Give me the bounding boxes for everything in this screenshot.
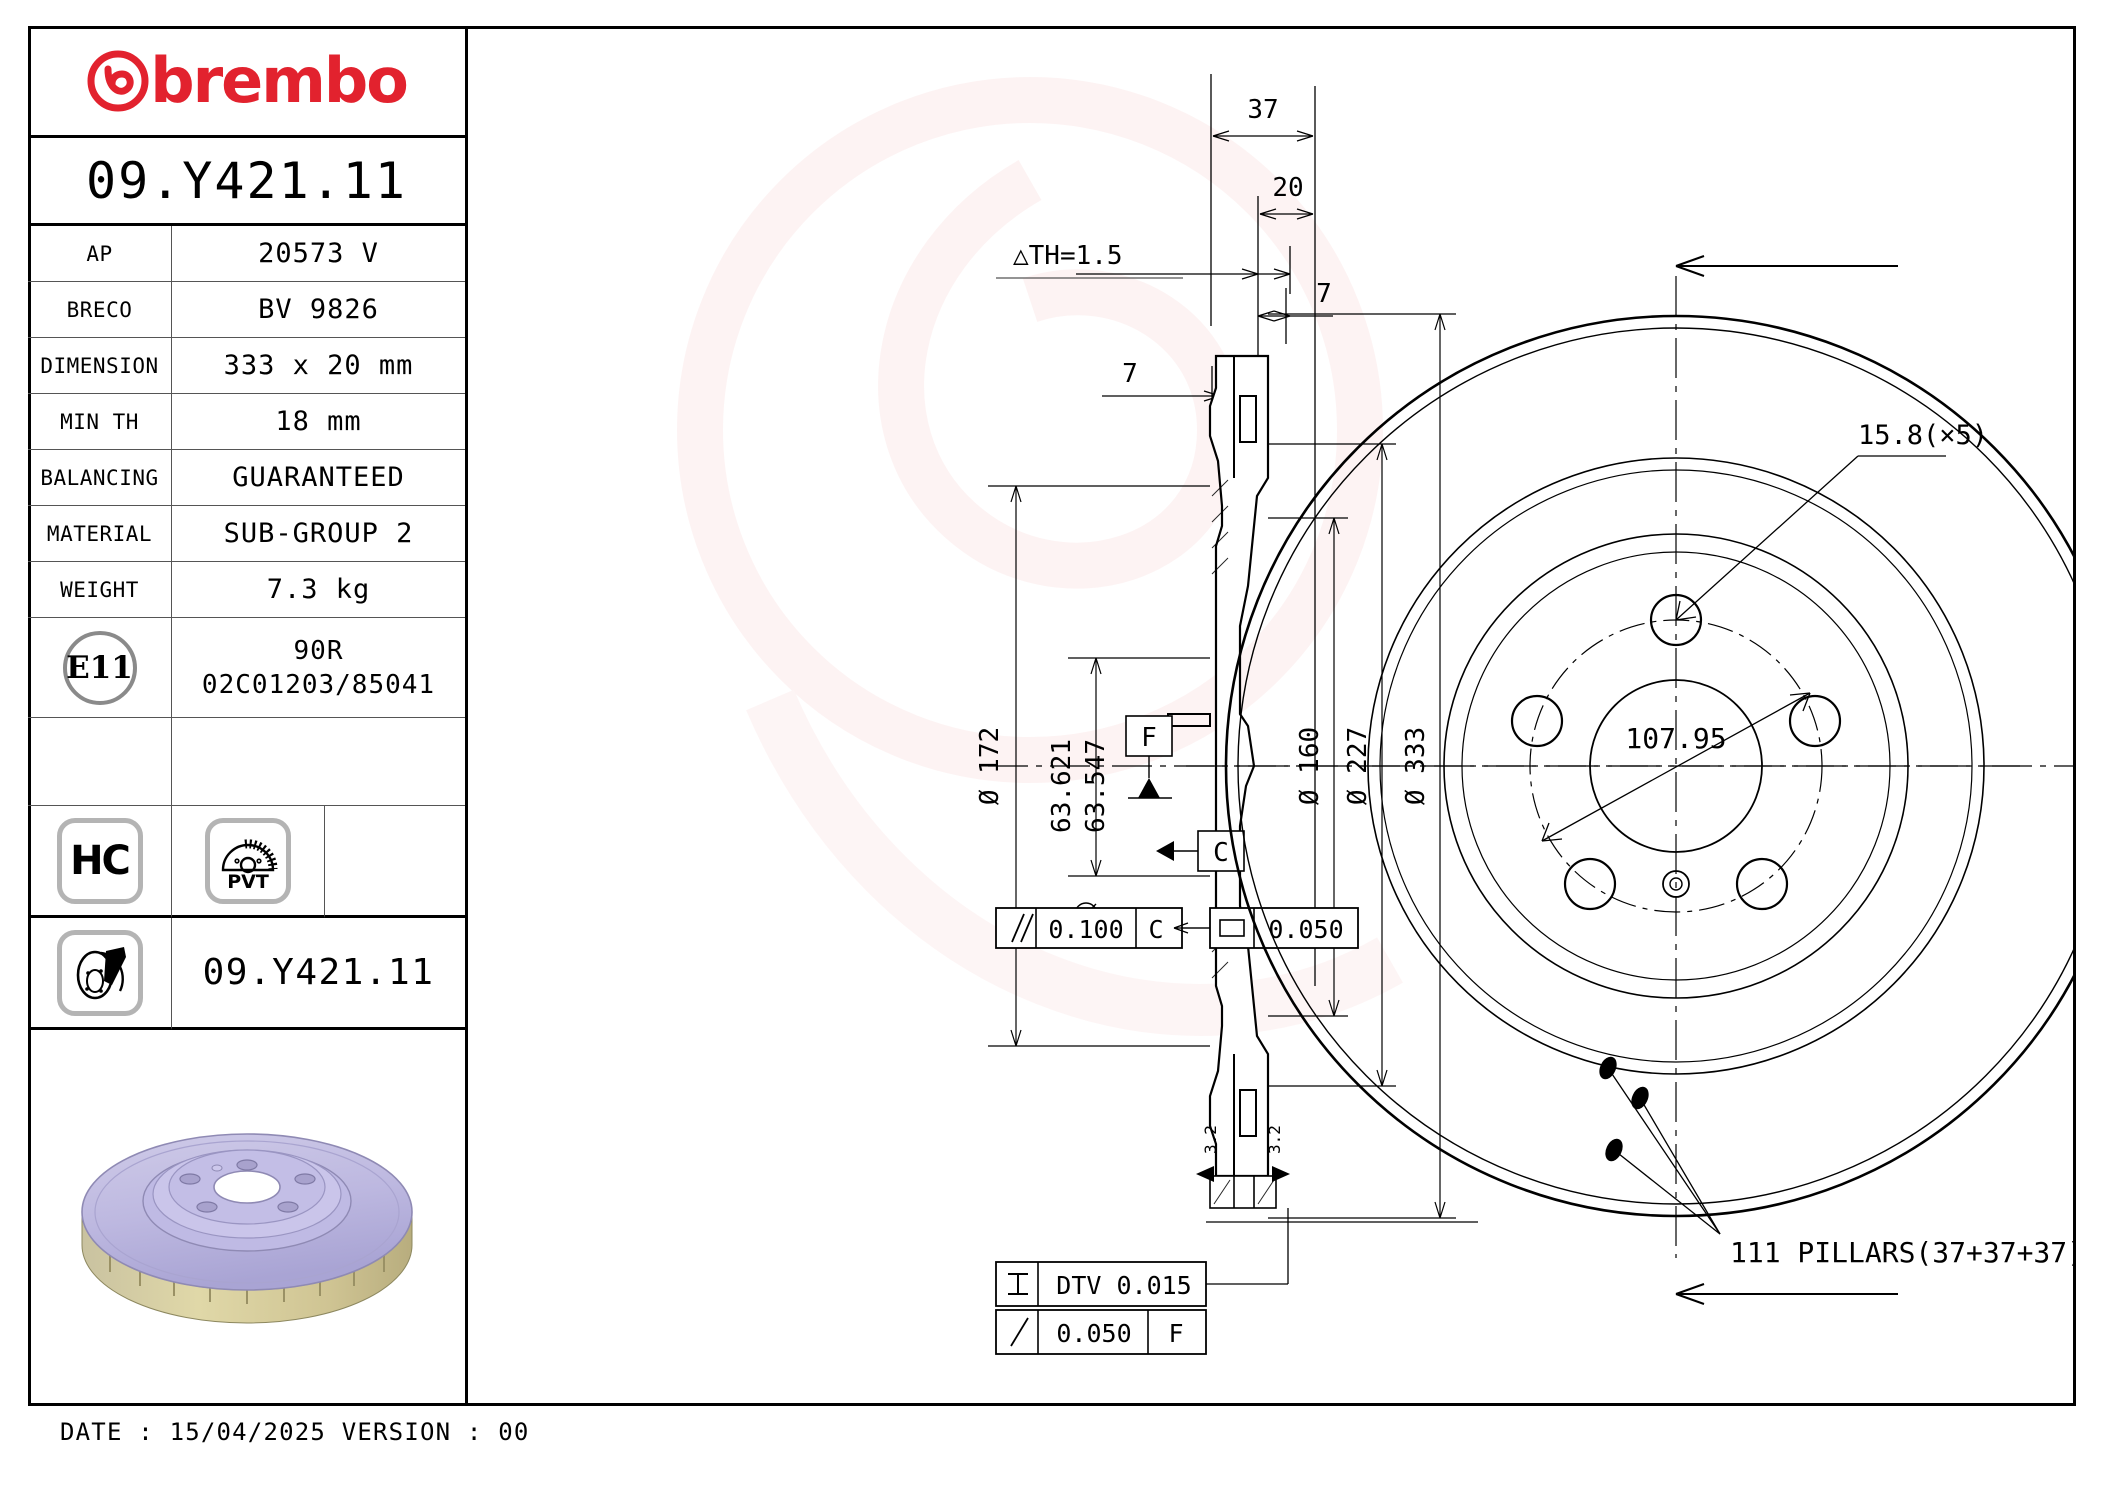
drawing-frame <box>28 26 2076 1406</box>
homologation-code-cell: 90R 02C01203/85041 <box>171 618 465 718</box>
dim-vane-right-7: 7 <box>1316 279 1332 309</box>
spec-label-balancing: BALANCING <box>28 450 171 506</box>
dim-d172: Ø 172 <box>975 727 1005 805</box>
spec-value-text: SUB-GROUP 2 <box>223 518 414 549</box>
fcf-dtv-tol: DTV 0.015 <box>1056 1271 1191 1300</box>
brembo-logo-icon <box>87 50 149 111</box>
spec-label-text: BRECO <box>66 297 133 322</box>
spec-value-dimension: 333 x 20 mm <box>171 338 465 394</box>
brand-name: brembo <box>150 43 409 117</box>
top-dimension-labels: 37 20 7 7 <box>1122 95 1332 389</box>
pvt-disc-icon: PVT <box>221 838 278 892</box>
chamfer-right-3-2: 3.2 <box>1265 1125 1284 1154</box>
brake-disc-render <box>80 1132 413 1323</box>
spec-value-breco: BV 9826 <box>171 282 465 338</box>
pcd-dimension <box>1541 692 1811 842</box>
homologation-mark-cell: E11 <box>28 618 171 718</box>
brembo-watermark <box>677 77 1403 1036</box>
date-label: DATE : <box>60 1418 154 1446</box>
footer-date: DATE : 15/04/2025 VERSION : 00 <box>60 1418 530 1446</box>
spec-label-min-th: MIN TH <box>28 394 171 450</box>
brand-logo-cell: brembo <box>28 26 465 138</box>
hc-badge-label: HC <box>70 837 131 884</box>
pillars-callout: 111 PILLARS(37+37+37) <box>1730 1236 2076 1269</box>
spec-label-text: AP <box>86 241 113 266</box>
spec-value-text: GUARANTEED <box>232 462 405 493</box>
hub-bottom-detail <box>1209 1175 1277 1209</box>
fcf-flatness: 0.050 <box>1173 907 1359 949</box>
spec-label-weight: WEIGHT <box>28 562 171 618</box>
spec-label-text: BALANCING <box>40 465 159 490</box>
spec-value-ap: 20573 V <box>171 226 465 282</box>
spec-value-text: 333 x 20 mm <box>223 350 414 381</box>
spacer-cell-right <box>171 718 465 806</box>
brake-disc-glyph <box>76 946 126 999</box>
dim-hat-20: 20 <box>1272 173 1303 203</box>
disc-icon-cell <box>28 918 171 1030</box>
pillars-marks <box>1599 1056 1649 1162</box>
spec-label-text: WEIGHT <box>60 577 139 602</box>
brake-disc-icon <box>56 929 143 1016</box>
spec-value-weight: 7.3 kg <box>171 562 465 618</box>
spec-label-breco: BRECO <box>28 282 171 338</box>
hc-badge-icon: HC <box>56 817 143 904</box>
spec-label-text: MATERIAL <box>46 521 153 546</box>
technical-drawing-area: 37 20 7 7 △TH=1.5 <box>468 26 2076 1406</box>
dim-th-tolerance: △TH=1.5 <box>1013 241 1123 271</box>
version-value: 00 <box>498 1418 530 1446</box>
chamfer-left-3-2: 3.2 <box>1201 1125 1220 1154</box>
pvt-badge-icon: PVT <box>205 817 291 904</box>
section-arrows <box>1675 255 1898 1305</box>
dim-63-547: 63.547 <box>1081 739 1111 833</box>
spec-label-text: DIMENSION <box>40 353 159 378</box>
spec-value-min-th: 18 mm <box>171 394 465 450</box>
fcf-parallelism-tol: 0.100 <box>1048 915 1123 944</box>
pillars-leader <box>1607 1067 1721 1235</box>
spec-value-material: SUB-GROUP 2 <box>171 506 465 562</box>
pcd-dim-text: 107.95 <box>1625 722 1726 755</box>
fcf-parallelism-datum: C <box>1148 915 1163 944</box>
fcf-flatness-tol: 0.050 <box>1268 915 1343 944</box>
homologation-line1: 90R <box>293 635 344 666</box>
dim-63-621: 63.621 <box>1047 739 1077 833</box>
product-render-cell <box>28 1030 465 1403</box>
spec-value-text: BV 9826 <box>258 294 379 325</box>
vertical-dimension-labels: Ø 172 63.621 63.547 Ø 160 Ø 227 Ø 333 <box>975 727 1431 833</box>
bolt-hole-dim: 15.8(×5) <box>1858 420 1988 451</box>
fcf-runout-tol: 0.050 <box>1056 1319 1131 1348</box>
badge-cell-empty <box>324 806 465 918</box>
spec-value-text: 20573 V <box>258 238 379 269</box>
spec-value-text: 7.3 kg <box>266 574 371 605</box>
e11-approval-icon: E11 <box>62 630 137 705</box>
part-number-bottom-text: 09.Y421.11 <box>202 952 435 993</box>
spec-value-balancing: GUARANTEED <box>171 450 465 506</box>
fcf-dtv: DTV 0.015 <box>995 1261 1207 1307</box>
spacer-cell-left <box>28 718 171 806</box>
homologation-line2: 02C01203/85041 <box>201 669 436 700</box>
dim-vane-left-7: 7 <box>1122 359 1138 389</box>
spec-label-ap: AP <box>28 226 171 282</box>
part-number-header: 09.Y421.11 <box>28 138 465 226</box>
datum-C-label: C <box>1213 838 1229 868</box>
dim-overall-37: 37 <box>1247 95 1278 125</box>
fcf-runout: 0.050 F <box>995 1309 1207 1355</box>
bolt-hole-leader <box>1675 455 1946 621</box>
face-view <box>1186 276 2076 1258</box>
fcf-runout-datum: F <box>1168 1319 1183 1348</box>
version-label: VERSION : <box>341 1418 483 1446</box>
part-number-text: 09.Y421.11 <box>85 151 408 210</box>
spec-label-dimension: DIMENSION <box>28 338 171 394</box>
badge-cell-hc: HC <box>28 806 171 918</box>
spec-value-text: 18 mm <box>275 406 362 437</box>
info-panel: brembo 09.Y421.11 AP 20573 V BRECO BV 98… <box>28 26 468 1406</box>
date-value: 15/04/2025 <box>169 1418 327 1446</box>
drawing-svg: 37 20 7 7 △TH=1.5 <box>975 74 2076 1355</box>
spec-label-text: MIN TH <box>60 409 139 434</box>
badge-cell-pvt: PVT <box>171 806 324 918</box>
datum-F: F <box>1125 715 1173 799</box>
svg-text:PVT: PVT <box>227 871 269 892</box>
spec-label-material: MATERIAL <box>28 506 171 562</box>
datum-F-label: F <box>1141 723 1157 753</box>
part-number-bottom-cell: 09.Y421.11 <box>171 918 465 1030</box>
